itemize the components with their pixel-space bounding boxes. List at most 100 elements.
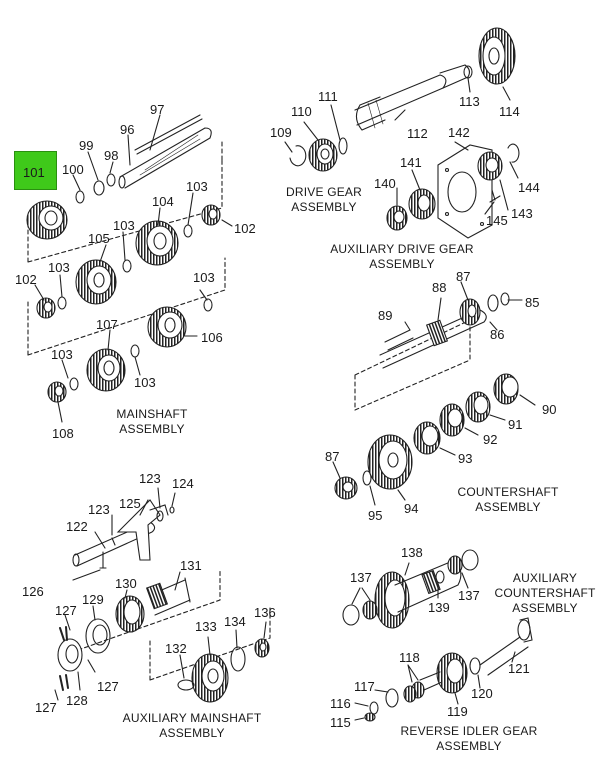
part-label-137[interactable]: 137 (350, 570, 372, 585)
part-label-137[interactable]: 137 (458, 588, 480, 603)
part-label-103[interactable]: 103 (193, 270, 215, 285)
aux-mainshaft-assembly-title: AUXILIARY MAINSHAFT ASSEMBLY (112, 711, 272, 741)
part-label-104[interactable]: 104 (152, 194, 174, 209)
part-label-103[interactable]: 103 (134, 375, 156, 390)
part-label-117[interactable]: 117 (354, 679, 375, 694)
part-label-107[interactable]: 107 (96, 317, 118, 332)
gear-133 (191, 653, 229, 703)
part-label-134[interactable]: 134 (224, 614, 246, 629)
part-label-98[interactable]: 98 (104, 148, 119, 163)
part-label-123[interactable]: 123 (139, 471, 161, 486)
bearing-87-top (459, 298, 481, 326)
part-label-130[interactable]: 130 (115, 576, 137, 591)
part-label-139[interactable]: 139 (428, 600, 450, 615)
part-label-128[interactable]: 128 (66, 693, 88, 708)
part-label-138[interactable]: 138 (401, 545, 423, 560)
gear-92 (439, 403, 465, 437)
bearing-137-right (447, 549, 479, 575)
part-label-102[interactable]: 102 (15, 272, 37, 287)
part-label-85[interactable]: 85 (525, 295, 540, 310)
synchronizer-130 (115, 595, 145, 633)
part-label-121[interactable]: 121 (508, 661, 530, 676)
highlight-label: 101 (23, 165, 45, 180)
part-label-87[interactable]: 87 (456, 269, 471, 284)
aux-countershaft-gear (374, 571, 410, 629)
gear-93 (413, 421, 441, 455)
part-label-114[interactable]: 114 (499, 104, 520, 119)
part-label-103[interactable]: 103 (186, 179, 208, 194)
part-label-87[interactable]: 87 (325, 449, 340, 464)
part-label-136[interactable]: 136 (254, 605, 276, 620)
part-label-100[interactable]: 100 (62, 162, 84, 177)
part-label-112[interactable]: 112 (407, 126, 428, 141)
bearing-87-bottom (334, 476, 358, 500)
part-label-95[interactable]: 95 (368, 508, 383, 523)
part-label-115[interactable]: 115 (330, 715, 351, 730)
part-label-120[interactable]: 120 (471, 686, 493, 701)
part-label-125[interactable]: 125 (119, 496, 141, 511)
mainshaft-key (134, 114, 203, 155)
nut-115 (364, 712, 376, 722)
part-label-127[interactable]: 127 (55, 603, 77, 618)
shift-fork (116, 499, 169, 561)
part-label-89[interactable]: 89 (378, 308, 393, 323)
part-label-122[interactable]: 122 (66, 519, 88, 534)
part-label-96[interactable]: 96 (120, 122, 135, 137)
part-label-88[interactable]: 88 (432, 280, 447, 295)
part-label-141[interactable]: 141 (400, 155, 422, 170)
part-label-131[interactable]: 131 (180, 558, 202, 573)
part-label-105[interactable]: 105 (88, 231, 110, 246)
part-label-118[interactable]: 118 (399, 650, 420, 665)
part-label-127[interactable]: 127 (35, 700, 57, 715)
gear-105 (75, 259, 117, 305)
part-label-106[interactable]: 106 (201, 330, 223, 345)
part-label-91[interactable]: 91 (508, 417, 523, 432)
title-line: AUXILIARY MAINSHAFT (122, 711, 262, 725)
part-label-126[interactable]: 126 (22, 584, 44, 599)
part-label-99[interactable]: 99 (79, 138, 94, 153)
part-label-124[interactable]: 124 (172, 476, 194, 491)
countershaft-assembly-title: COUNTERSHAFT ASSEMBLY (448, 485, 568, 515)
part-label-123[interactable]: 123 (88, 502, 110, 517)
part-label-109[interactable]: 109 (270, 125, 292, 140)
part-label-110[interactable]: 110 (291, 104, 312, 119)
part-label-86[interactable]: 86 (490, 327, 505, 342)
part-label-113[interactable]: 113 (459, 94, 480, 109)
title-line: COUNTERSHAFT (494, 586, 596, 600)
bearing-136 (254, 638, 270, 658)
aux-mainshaft (145, 577, 191, 616)
part-label-103[interactable]: 103 (51, 347, 73, 362)
part-label-145[interactable]: 145 (486, 213, 508, 228)
highlight-callout[interactable]: 101 (14, 151, 57, 190)
part-label-103[interactable]: 103 (113, 218, 135, 233)
bearing-102-top (201, 204, 221, 226)
gear-90 (493, 373, 519, 405)
part-label-108[interactable]: 108 (52, 426, 74, 441)
part-label-94[interactable]: 94 (404, 501, 419, 516)
part-label-103[interactable]: 103 (48, 260, 70, 275)
part-label-92[interactable]: 92 (483, 432, 498, 447)
aux-countershaft-shaft (394, 559, 462, 613)
part-label-133[interactable]: 133 (195, 619, 217, 634)
part-label-116[interactable]: 116 (330, 696, 351, 711)
drive-gear-assembly-title: DRIVE GEAR ASSEMBLY (270, 185, 378, 215)
part-label-97[interactable]: 97 (150, 102, 165, 117)
part-label-119[interactable]: 119 (447, 704, 468, 719)
part-label-143[interactable]: 143 (511, 206, 533, 221)
title-line: REVERSE IDLER GEAR (400, 724, 538, 738)
part-label-140[interactable]: 140 (374, 176, 396, 191)
part-label-102[interactable]: 102 (234, 221, 256, 236)
part-label-144[interactable]: 144 (518, 180, 540, 195)
bearing-140 (386, 205, 408, 231)
part-label-127[interactable]: 127 (97, 679, 119, 694)
title-line: ASSEMBLY (436, 739, 502, 753)
part-label-132[interactable]: 132 (165, 641, 187, 656)
part-label-111[interactable]: 111 (318, 89, 338, 104)
part-label-93[interactable]: 93 (458, 451, 473, 466)
part-label-90[interactable]: 90 (542, 402, 557, 417)
title-line: AUXILIARY (512, 571, 578, 585)
part-label-142[interactable]: 142 (448, 125, 470, 140)
idler-shaft (479, 617, 533, 676)
part-label-129[interactable]: 129 (82, 592, 104, 607)
title-line: AUXILIARY DRIVE GEAR (330, 242, 474, 256)
